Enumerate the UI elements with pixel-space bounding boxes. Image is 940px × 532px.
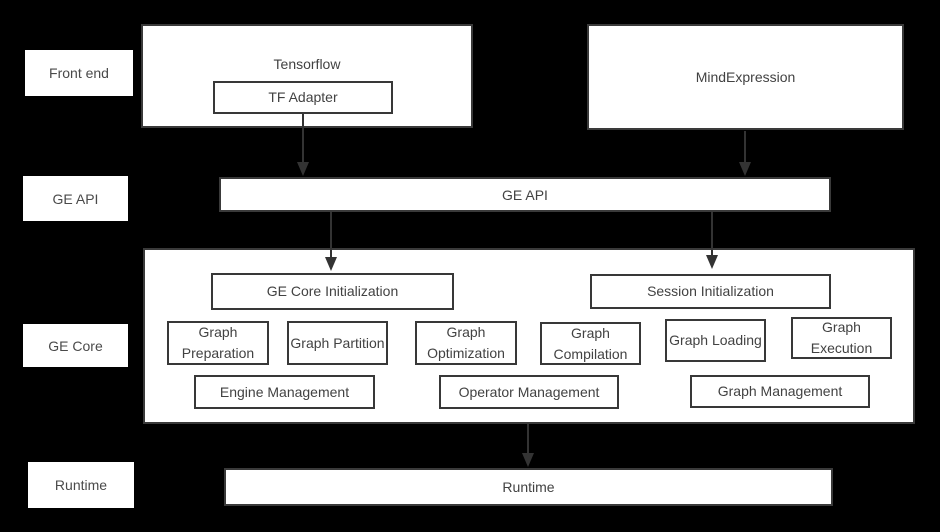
tf-adapter-box: TF Adapter: [213, 81, 393, 114]
layer-label-runtime: Runtime: [28, 462, 134, 508]
mindexpression-label: MindExpression: [695, 69, 796, 85]
graph-optimization-box: Graph Optimization: [415, 321, 517, 365]
arrow-head-icon: [297, 162, 309, 176]
runtime-bar: Runtime: [224, 468, 833, 506]
session-initialization-box: Session Initialization: [590, 274, 831, 309]
graph-preparation-box: Graph Preparation: [167, 321, 269, 365]
mindexpression-box: MindExpression: [587, 24, 904, 130]
arrow-head-icon: [522, 453, 534, 467]
graph-loading-box: Graph Loading: [665, 319, 766, 362]
graph-execution-box: Graph Execution: [791, 317, 892, 359]
arrow-head-icon: [739, 162, 751, 176]
arrow-head-icon: [706, 255, 718, 269]
graph-management-box: Graph Management: [690, 375, 870, 408]
arrow-line: [711, 212, 713, 255]
operator-management-box: Operator Management: [439, 375, 619, 409]
graph-compilation-box: Graph Compilation: [540, 322, 641, 365]
arrow-line: [330, 212, 332, 257]
graph-partition-box: Graph Partition: [287, 321, 388, 365]
ge-api-bar: GE API: [219, 177, 831, 212]
tensorflow-label: Tensorflow: [273, 56, 341, 72]
arrow-line: [527, 424, 529, 453]
ge-core-initialization-box: GE Core Initialization: [211, 273, 454, 310]
layer-label-front-end: Front end: [25, 50, 133, 96]
ge-core-box: GE Core Initialization Session Initializ…: [143, 248, 915, 424]
tensorflow-box: Tensorflow TF Adapter: [141, 24, 473, 128]
arrow-line: [302, 114, 304, 162]
engine-management-box: Engine Management: [194, 375, 375, 409]
layer-label-ge-api: GE API: [23, 176, 128, 221]
arrow-line: [744, 131, 746, 162]
layer-label-ge-core: GE Core: [23, 324, 128, 367]
arrow-head-icon: [325, 257, 337, 271]
